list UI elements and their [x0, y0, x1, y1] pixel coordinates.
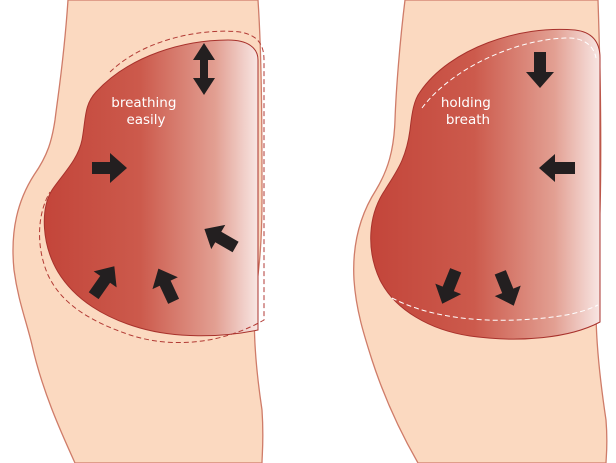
panel-breathing-easily: breathing easily — [13, 0, 264, 463]
panel-label-line: holding — [441, 95, 491, 111]
panel-label-line: breath — [446, 112, 490, 128]
panel-holding-breath: holding breath — [354, 0, 607, 463]
panel-label-line: breathing — [111, 95, 176, 111]
panel-label-line: easily — [126, 112, 165, 128]
svg-text:holding breath: holding breath — [441, 95, 495, 128]
